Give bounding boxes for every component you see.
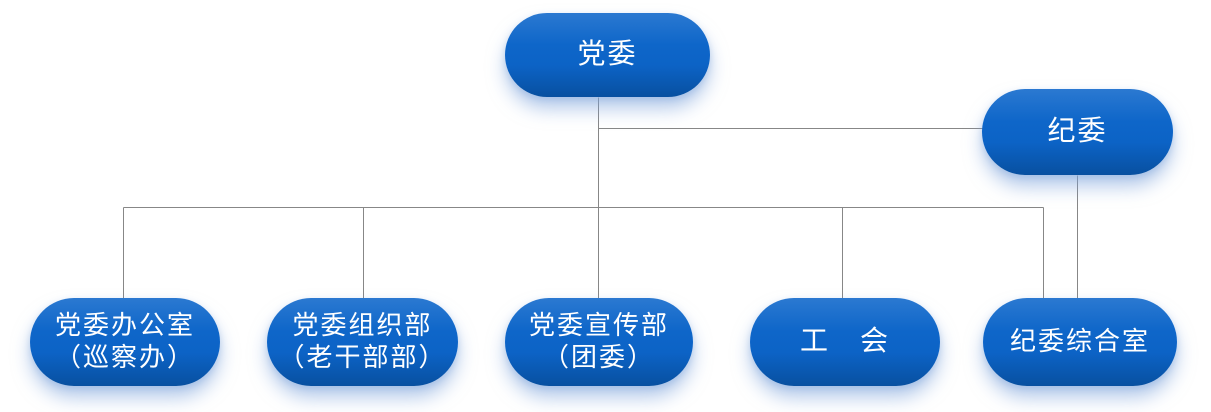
node-discipline-office: 纪委综合室 — [983, 298, 1177, 386]
node-party-committee: 党委 — [505, 13, 710, 97]
node-discipline-committee: 纪委 — [982, 89, 1173, 175]
node-label-line2: （团委） — [542, 343, 655, 372]
node-labor-union: 工 会 — [750, 298, 940, 386]
node-label-line1: 党委办公室 — [54, 311, 195, 341]
node-label-line1: 党委宣传部 — [528, 311, 669, 341]
node-label: 工 会 — [799, 325, 890, 357]
node-label: 纪委综合室 — [1009, 327, 1150, 357]
node-label-line2: （老干部部） — [278, 343, 447, 372]
node-party-office: 党委办公室 （巡察办） — [30, 298, 220, 386]
node-organization-dept: 党委组织部 （老干部部） — [267, 298, 458, 386]
node-label-line2: （巡察办） — [54, 343, 195, 372]
node-label: 纪委 — [1047, 115, 1108, 147]
node-label: 党委 — [577, 38, 638, 70]
node-label-line1: 党委组织部 — [292, 311, 433, 341]
node-propaganda-dept: 党委宣传部 （团委） — [505, 298, 693, 386]
